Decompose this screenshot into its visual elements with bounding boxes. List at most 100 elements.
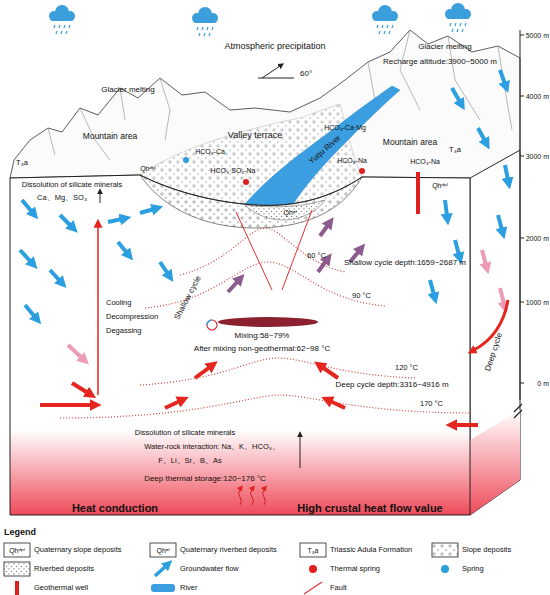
reservoir-label: Deep thermal storage:120~176 °C: [144, 475, 266, 483]
fault-lines: [236, 210, 312, 290]
process-label: Shallow cycle: [173, 275, 203, 322]
isotherm-label: 90 °C: [352, 292, 371, 300]
mixing-zone: [207, 320, 212, 325]
groundwater-arrows: [452, 88, 460, 102]
groundwater-arrows: [72, 383, 88, 393]
groundwater-arrows: [478, 128, 485, 141]
direction-symbol: [258, 66, 294, 78]
springs-and-well: [243, 179, 249, 185]
groundwater-arrows: [500, 70, 505, 84]
rain-clouds: [192, 7, 218, 36]
mixing-label: After mixing non-geothermal:62~98 °C: [194, 345, 330, 353]
terrain-label: Mountain area: [383, 138, 437, 147]
block-right-face: [470, 150, 520, 515]
altitude-label: Recharge altitude:3900~5000 m: [383, 58, 497, 66]
legend-text: Triassic Adula Formation: [330, 546, 412, 554]
axis-label: 3000 m: [526, 153, 549, 160]
isotherm-label: 60 °C: [307, 252, 326, 260]
isotherm-label: 170 °C: [420, 400, 443, 408]
groundwater-arrows: [68, 345, 82, 358]
groundwater-arrows: [140, 209, 154, 213]
fault-lines: [282, 210, 312, 290]
legend-title: Legend: [4, 528, 36, 537]
block-right-face: [470, 150, 520, 515]
legend-swatch: [441, 565, 449, 573]
axis-label: 5000 m: [526, 32, 549, 39]
fault-lines: [236, 212, 272, 290]
glacier-label: Glacier melting: [418, 43, 471, 51]
rain-clouds: [372, 5, 398, 34]
water-type-label: HCO₃-Ca·Mg: [324, 124, 366, 131]
rain-clouds: [50, 15, 74, 21]
groundwater-arrows: [118, 242, 127, 253]
groundwater-arrows: [22, 200, 32, 212]
process-label: Water-rock interaction: Na、K、HCO₃、: [144, 443, 280, 451]
axis-label: 2000 m: [526, 235, 549, 242]
direction-symbol: [262, 66, 280, 78]
isotherm-label: 120 °C: [395, 364, 418, 372]
process-label: Dissolution of silicate minerals: [135, 429, 235, 437]
glacier-label: Glacier melting: [101, 86, 154, 94]
groundwater-arrows: [25, 305, 35, 317]
groundwater-arrows: [474, 300, 508, 350]
rain-clouds: [450, 23, 466, 32]
water-type-label: HCO₃·SO₄-Na: [211, 167, 256, 174]
heat-waves: [251, 489, 254, 505]
water-type-label: HCO₃-Ca: [195, 148, 225, 155]
legend-swatch: [151, 584, 175, 592]
legend-samples: [155, 566, 166, 576]
axis-label: 0 m: [537, 380, 549, 387]
stratum-code: T₃a: [449, 146, 461, 154]
mixing-label: Mixing:58~79%: [235, 332, 290, 340]
groundwater-arrows: [195, 367, 210, 378]
process-arrows: [98, 193, 300, 468]
legend-samples: [4, 543, 30, 557]
rain-clouds: [49, 3, 471, 36]
groundwater-arrows: [20, 70, 508, 425]
elevation-axis: [514, 404, 522, 418]
rain-clouds: [445, 3, 471, 32]
stratum-code: T₃a: [16, 159, 28, 167]
stratum-code: Qhᵈᵖˡ: [140, 165, 156, 172]
springs-and-well: [183, 157, 420, 214]
groundwater-arrows: [445, 200, 447, 216]
legend-text: Slope deposits: [462, 546, 511, 554]
legend-text: Geothermal well: [34, 584, 88, 592]
legend-swatch: [309, 565, 317, 573]
legend-samples: [4, 562, 30, 576]
depth-label: Shallow cycle depth:1659~2687 m: [344, 259, 466, 267]
groundwater-arrows: [455, 423, 478, 427]
block-front-face: [140, 175, 362, 228]
legend-text: Spring: [462, 565, 484, 573]
groundwater-arrows: [318, 261, 326, 272]
groundwater-arrows: [50, 270, 60, 281]
legend-text: Thermal spring: [330, 565, 380, 573]
legend-text: Riverbed deposits: [34, 565, 94, 573]
legend-samples: [304, 582, 322, 594]
groundwater-arrows: [20, 70, 508, 317]
process-arrows: [100, 193, 101, 203]
legend-text: Fault: [330, 584, 347, 592]
process-label: Deep cycle: [484, 332, 504, 372]
isotherms: [60, 228, 470, 418]
groundwater-arrows: [330, 401, 345, 408]
process-label: Ca、Mg、SO₄: [37, 194, 87, 202]
mixing-zone: [218, 317, 318, 327]
rain-clouds: [446, 13, 470, 19]
groundwater-arrows: [160, 262, 168, 274]
legend-samples: [150, 543, 176, 557]
block-front-face: [10, 175, 470, 515]
elevation-axis: [520, 30, 521, 400]
water-type-label: HCO₃-Na: [410, 158, 440, 165]
block-front-face: [10, 175, 470, 515]
groundwater-arrows: [20, 250, 31, 262]
heat-waves: [239, 489, 242, 505]
rain-clouds: [197, 27, 213, 36]
process-label: Dissolution of silicate minerals: [22, 181, 122, 189]
legend-text: Groundwater flow: [180, 565, 239, 573]
legend-code: T₃a: [307, 547, 318, 554]
groundwater-arrows: [320, 225, 328, 236]
groundwater-arrows: [500, 288, 504, 304]
